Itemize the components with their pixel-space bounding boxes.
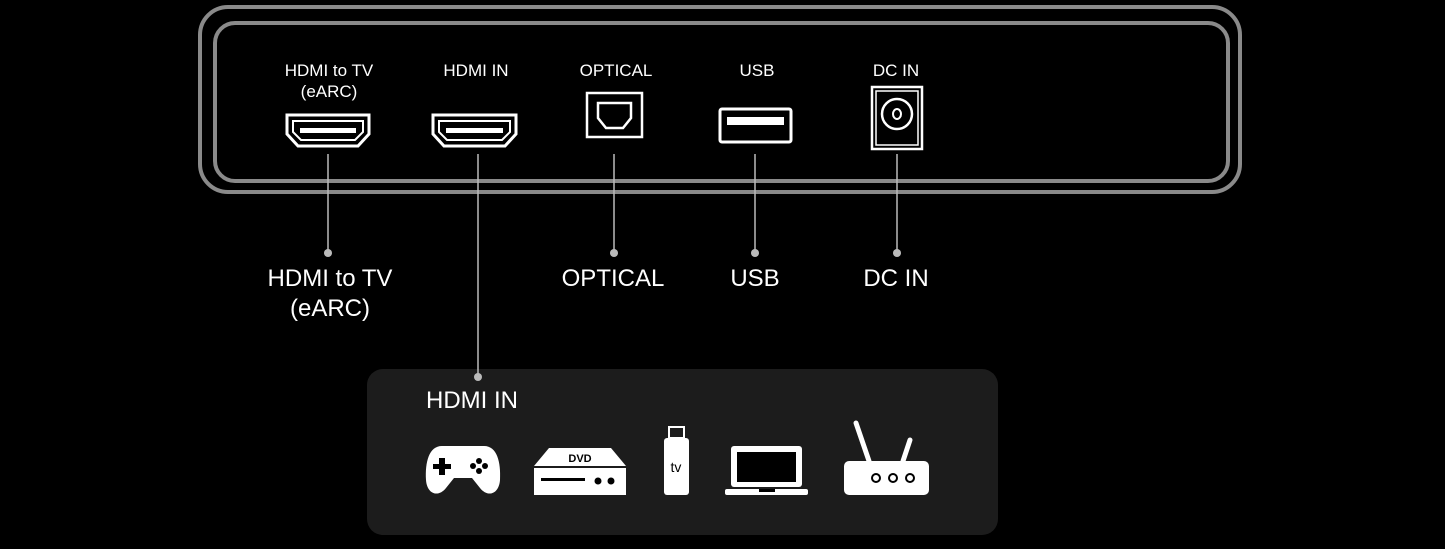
tv-stick-label: tv — [671, 459, 682, 475]
optical-port-icon — [585, 91, 644, 139]
callout-dc-in: DC IN — [863, 265, 929, 292]
dc-in-port-icon — [870, 85, 924, 151]
callout-leader-lines — [324, 154, 901, 381]
port-label-usb: USB — [739, 61, 775, 80]
hdmi-in-port-icon — [431, 113, 518, 148]
dvd-label: DVD — [568, 453, 591, 465]
gamepad-icon — [425, 446, 501, 494]
port-label-hdmi-in: HDMI IN — [443, 61, 509, 80]
tv-stick-icon: tv — [664, 426, 689, 495]
device-inner-frame — [213, 21, 1230, 183]
hdmi-earc-port-icon — [285, 113, 371, 148]
callout-usb: USB — [730, 265, 780, 292]
router-icon — [844, 420, 929, 495]
usb-port-icon — [718, 107, 793, 144]
port-label-optical: OPTICAL — [579, 61, 653, 80]
callout-optical: OPTICAL — [561, 265, 665, 292]
callout-hdmi-earc: HDMI to TV(eARC) — [267, 265, 393, 322]
port-label-dc-in: DC IN — [872, 61, 920, 80]
device-outer-frame — [198, 5, 1242, 194]
hdmi-in-panel-title: HDMI IN — [426, 387, 518, 414]
port-label-hdmi-earc: HDMI to TV(eARC) — [284, 61, 374, 101]
laptop-icon — [725, 446, 808, 495]
dvd-player-icon: DVD — [534, 448, 626, 495]
